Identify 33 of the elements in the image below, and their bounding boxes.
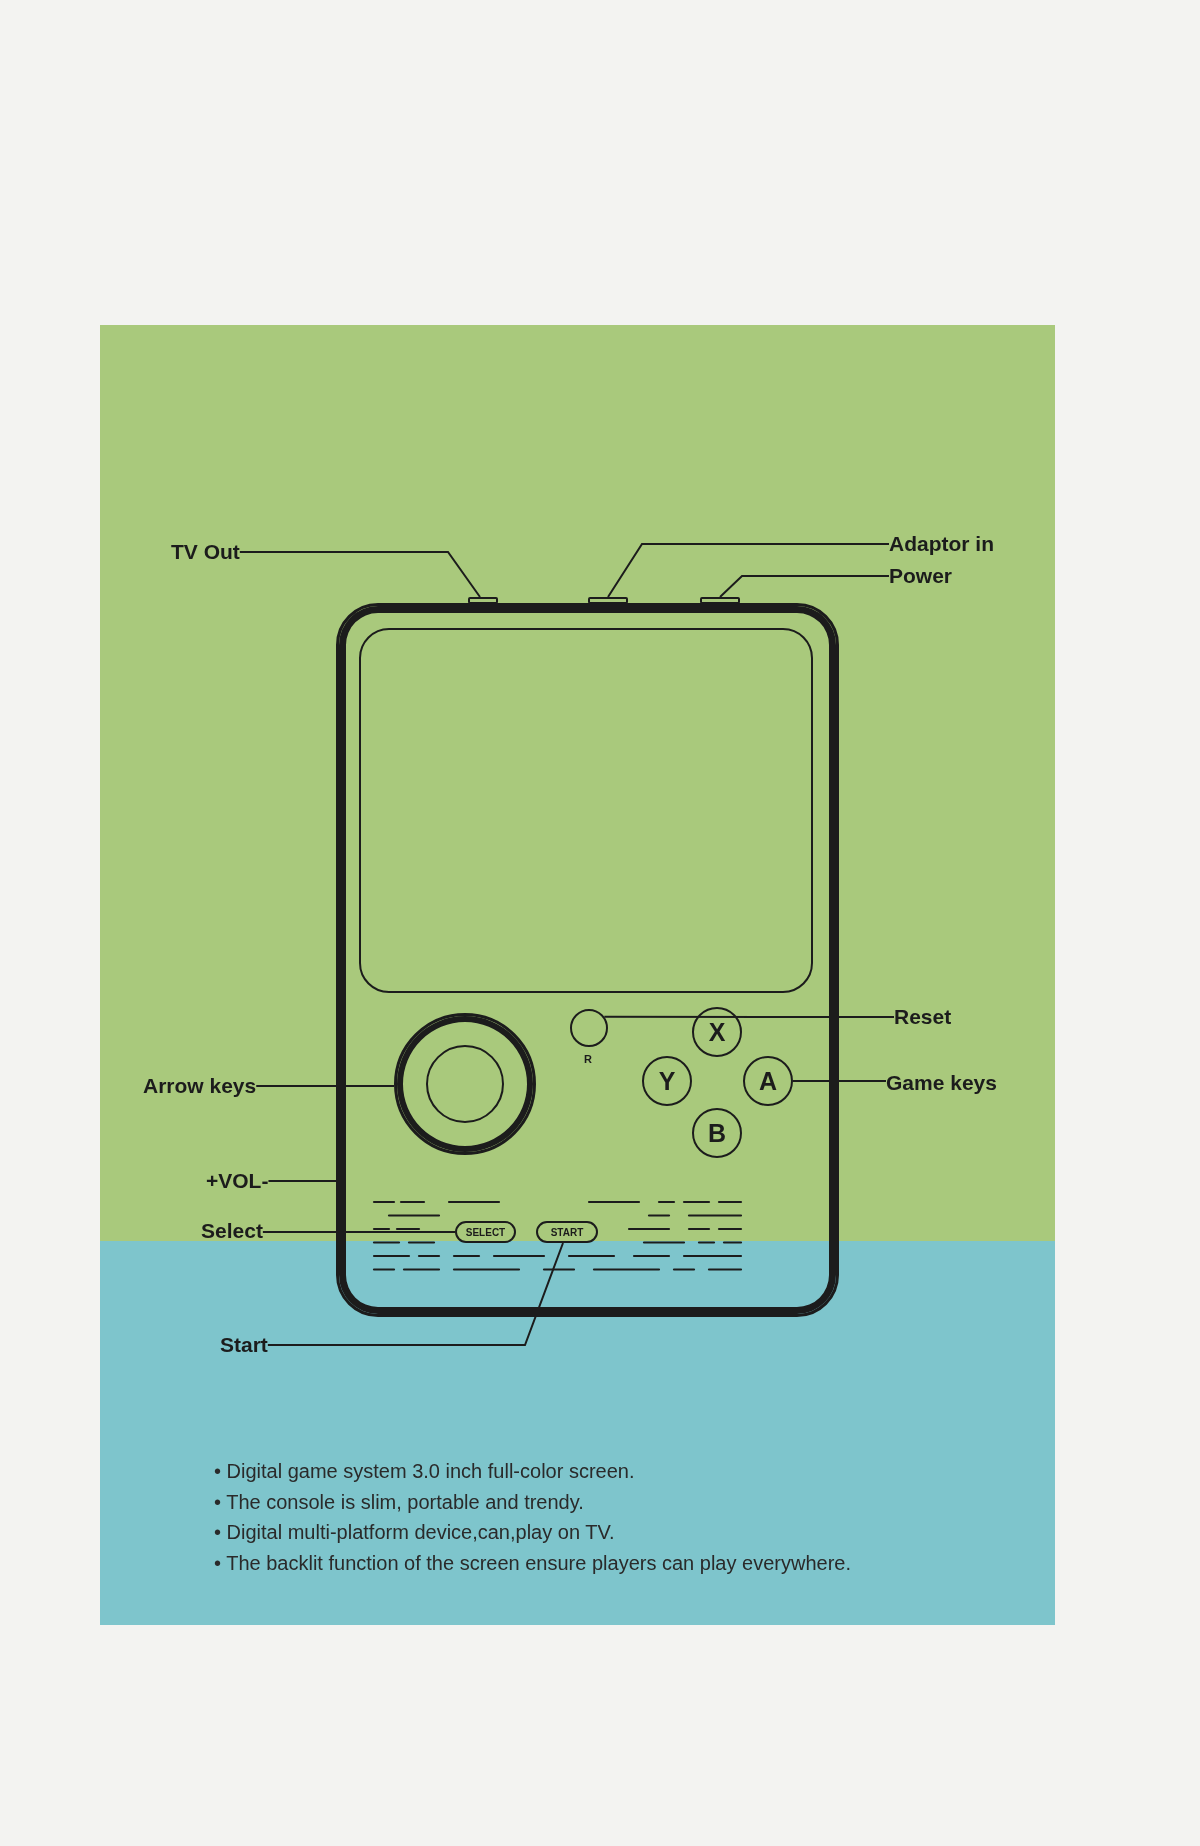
game-key: X (692, 1007, 742, 1057)
callout-label: Select (201, 1218, 263, 1244)
game-key: A (743, 1056, 793, 1106)
power-switch (700, 597, 740, 604)
leader-line (792, 1080, 887, 1082)
callout-label: +VOL- (206, 1168, 269, 1194)
feature-bullet: • Digital game system 3.0 inch full-color screen. (214, 1459, 636, 1484)
button-label: R (584, 1053, 592, 1065)
tv-out-port (468, 597, 498, 604)
callout-label: Power (889, 563, 953, 589)
callout-label: Start (220, 1332, 268, 1358)
leader-line (719, 575, 890, 598)
game-key: B (692, 1108, 742, 1158)
select-button: SELECT (455, 1221, 516, 1243)
screen (359, 628, 813, 993)
direction-pad (394, 1013, 536, 1155)
feature-bullet: • The console is slim, portable and trendy. (214, 1489, 585, 1515)
game-key: Y (642, 1056, 692, 1106)
callout-label: TV Out (171, 539, 240, 565)
callout-label: Game keys (886, 1070, 997, 1096)
callout-label: Arrow keys (143, 1073, 257, 1099)
start-button: START (536, 1221, 598, 1243)
callout-label: Adaptor in (889, 531, 994, 557)
leader-line (255, 1085, 396, 1087)
feature-bullet: • The backlit function of the screen ensure players can play everywhere. (214, 1550, 851, 1576)
reset-button (570, 1009, 608, 1047)
leader-line (603, 1015, 895, 1018)
leader-line (266, 1242, 564, 1346)
leader-line (261, 1231, 456, 1233)
callout-label: Reset (894, 1004, 952, 1030)
adaptor-port (588, 597, 628, 604)
leader-line (267, 1180, 337, 1182)
feature-bullet: • Digital multi-platform device,can,play on TV. (214, 1520, 616, 1545)
